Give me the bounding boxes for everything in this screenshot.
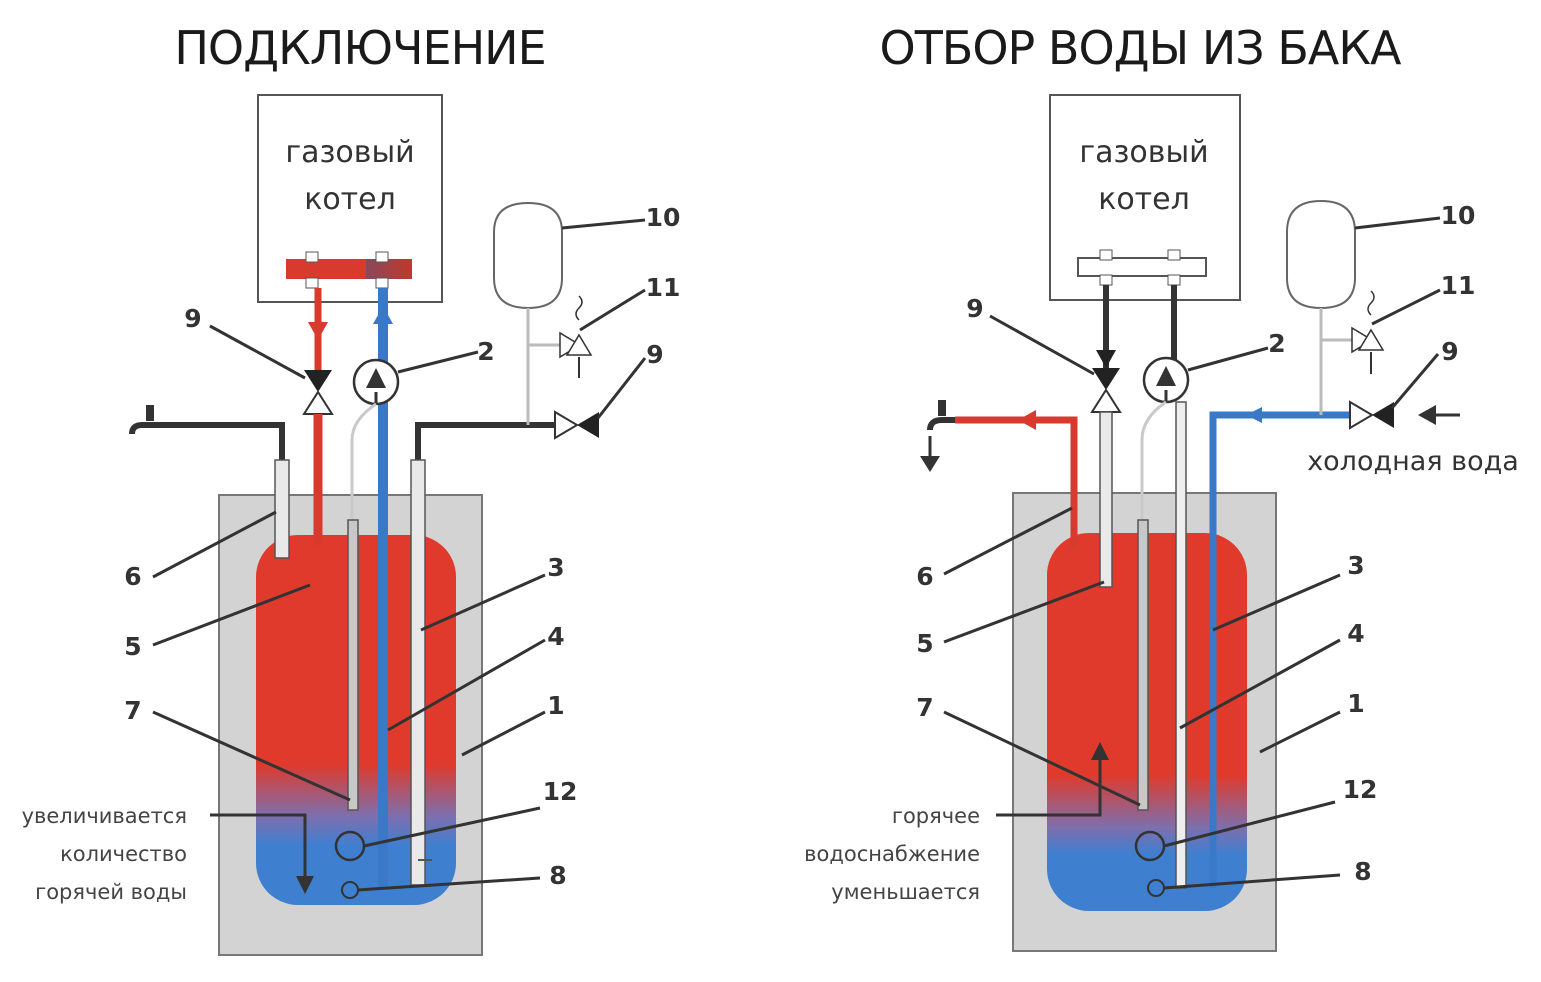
label-2: 2	[1268, 329, 1285, 358]
boiler-label-line2: котел	[1098, 182, 1190, 217]
arrow-up-icon	[1091, 742, 1109, 760]
return-tube	[1175, 401, 1187, 889]
label-5: 5	[916, 629, 933, 658]
label-9b: 9	[646, 340, 663, 369]
left-panel: ПОДКЛЮЧЕНИЕ газовый котел	[22, 21, 681, 956]
note-arrow	[996, 760, 1102, 817]
pump-arrow-icon	[366, 368, 386, 388]
note-line1: горячее	[892, 804, 980, 828]
label-9: 9	[184, 304, 201, 333]
check-valve-icon	[1372, 402, 1394, 428]
label-10: 10	[1441, 201, 1476, 230]
exchanger-fitting	[305, 277, 319, 289]
check-valve-icon	[1090, 388, 1122, 413]
check-valve-icon	[302, 390, 334, 415]
tap-handle-icon	[938, 400, 946, 416]
check-valve-icon	[577, 412, 599, 438]
cold-water-label: холодная вода	[1307, 446, 1519, 477]
cold-inlet-pipe	[415, 422, 555, 480]
label-9: 9	[966, 294, 983, 323]
tap-icon	[129, 422, 160, 435]
label-8: 8	[549, 861, 566, 890]
label-1: 1	[1347, 689, 1364, 718]
boiler-label-line1: газовый	[285, 135, 414, 170]
sensor-sleeve	[1137, 519, 1149, 811]
note-line1: увеличивается	[22, 804, 187, 828]
left-title: ПОДКЛЮЧЕНИЕ	[174, 21, 545, 75]
boiler-label-line1: газовый	[1079, 135, 1208, 170]
label-4: 4	[1347, 619, 1364, 648]
note-arrow	[210, 813, 307, 880]
tap-icon	[927, 417, 955, 431]
right-panel: ОТБОР ВОДЫ ИЗ БАКА газовый котел	[804, 21, 1519, 952]
arrow-left-icon	[1018, 410, 1036, 430]
arrow-down-icon	[1096, 350, 1116, 368]
label-12: 12	[543, 777, 578, 806]
check-valve-icon	[554, 410, 579, 440]
label-10: 10	[646, 203, 681, 232]
arrow-left-icon	[1246, 407, 1262, 423]
label-11: 11	[646, 273, 681, 302]
hot-outlet-pipe	[955, 416, 1078, 548]
label-4: 4	[547, 622, 564, 651]
note-line3: горячей воды	[35, 880, 187, 904]
note-line2: водоснабжение	[804, 842, 980, 866]
cold-inlet-pipe	[1209, 411, 1350, 888]
hot-outlet-pipe	[160, 422, 285, 470]
heat-exchanger	[1077, 257, 1207, 277]
label-3: 3	[1347, 551, 1364, 580]
exchanger-fitting	[375, 277, 389, 289]
check-valve-icon	[1092, 368, 1120, 390]
dip-tube	[410, 459, 426, 886]
label-5: 5	[124, 632, 141, 661]
exchanger-fitting	[375, 251, 389, 263]
label-7: 7	[124, 696, 141, 725]
boiler-label-line2: котел	[304, 182, 396, 217]
tap-handle-icon	[146, 405, 154, 421]
label-11: 11	[1441, 271, 1476, 300]
label-3: 3	[547, 553, 564, 582]
pump-arrow-icon	[1156, 366, 1176, 386]
steam-icon	[1367, 290, 1375, 316]
label-2: 2	[477, 337, 494, 366]
expansion-tank-icon	[1286, 199, 1356, 310]
expansion-tank-icon	[493, 201, 563, 310]
arrow-left-icon	[1418, 405, 1436, 425]
label-6: 6	[124, 562, 141, 591]
label-8: 8	[1354, 857, 1371, 886]
hot-inlet-tube	[1099, 411, 1113, 588]
hot-outlet-tube	[274, 459, 290, 559]
note-line3: уменьшается	[831, 880, 980, 904]
heat-exchanger-hot	[286, 259, 366, 279]
arrow-down-icon	[296, 876, 314, 894]
label-7: 7	[916, 693, 933, 722]
arrow-up-icon	[373, 306, 393, 324]
note-line2: количество	[60, 842, 187, 866]
check-valve-icon	[304, 370, 332, 392]
exchanger-fitting	[305, 251, 319, 263]
sensor-sleeve	[347, 519, 359, 811]
label-9b: 9	[1441, 337, 1458, 366]
arrow-down-icon	[920, 456, 940, 472]
right-title: ОТБОР ВОДЫ ИЗ БАКА	[879, 21, 1402, 75]
label-1: 1	[547, 691, 564, 720]
steam-icon	[575, 295, 583, 321]
label-6: 6	[916, 562, 933, 591]
arrow-down-icon	[308, 322, 328, 340]
label-12: 12	[1343, 775, 1378, 804]
check-valve-icon	[1349, 400, 1374, 430]
